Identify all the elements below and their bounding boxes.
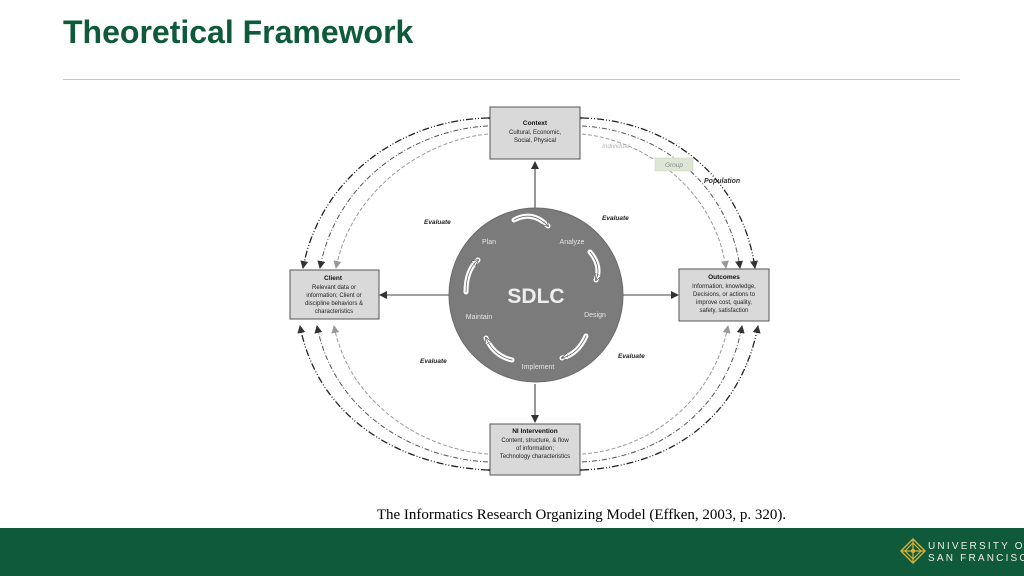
inner-loop-bottom-left: [331, 325, 489, 455]
context-title: Context: [523, 120, 548, 127]
slide-title: Theoretical Framework: [63, 14, 414, 50]
phase-maintain: Maintain: [466, 314, 493, 321]
client-line-3: discipline behaviors &: [305, 301, 363, 307]
middle-loop-bottom-left: [314, 325, 489, 463]
outcomes-line-1: Information, knowledge,: [692, 284, 756, 290]
phase-plan: Plan: [482, 239, 496, 246]
outer-loop-top-left: [300, 117, 489, 269]
phase-design: Design: [584, 312, 606, 319]
level-group: Group: [665, 162, 683, 169]
middle-loop-bottom-right: [581, 325, 745, 463]
client-box: Client Relevant data or information; Cli…: [289, 269, 380, 320]
level-population: Population: [704, 178, 740, 185]
inner-loop-top-left: [333, 133, 489, 269]
level-labels: Individual Group Population: [602, 143, 740, 185]
intervention-line-3: Technology characteristics: [500, 454, 570, 460]
middle-loop-top-left: [317, 125, 489, 269]
outcomes-line-3: improve cost, quality,: [696, 300, 752, 306]
intervention-box: NI Intervention Content, structure, & fl…: [489, 423, 581, 476]
logo-line-1: UNIVERSITY OF: [928, 541, 1024, 552]
intervention-line-1: Content, structure, & flow: [501, 438, 569, 444]
usf-logo-icon: [900, 538, 926, 564]
feedback-loops: [297, 114, 761, 474]
context-line-2: Social, Physical: [514, 138, 556, 144]
context-box: Context Cultural, Economic, Social, Phys…: [489, 106, 581, 160]
evaluate-bottom-left: Evaluate: [420, 358, 447, 365]
sdlc-circle: SDLC Plan Analyze Design Implement Maint…: [448, 207, 624, 383]
level-group-badge: [654, 157, 694, 172]
outcomes-box: Outcomes Information, knowledge, Decisio…: [678, 268, 770, 322]
phase-implement: Implement: [522, 364, 555, 371]
inner-loop-bottom-right: [581, 325, 731, 455]
connectors: [379, 161, 679, 423]
title-divider: [63, 79, 960, 80]
evaluate-labels: Evaluate Evaluate Evaluate Evaluate: [420, 215, 645, 365]
sdlc-label: SDLC: [507, 285, 564, 308]
client-line-4: characteristics: [315, 309, 353, 315]
irom-diagram: SDLC Plan Analyze Design Implement Maint…: [289, 106, 770, 476]
outcomes-line-4: safety, satisfaction: [700, 308, 749, 314]
phase-analyze: Analyze: [560, 239, 585, 246]
client-title: Client: [324, 275, 343, 282]
outer-loop-bottom-right: [581, 325, 761, 471]
outcomes-title: Outcomes: [708, 274, 740, 281]
evaluate-top-left: Evaluate: [424, 219, 451, 226]
figure-caption: The Informatics Research Organizing Mode…: [376, 507, 787, 523]
inner-loop-top-right: [581, 133, 729, 269]
logo-line-2: SAN FRANCISCO: [928, 553, 1024, 564]
level-individual: Individual: [602, 143, 630, 150]
evaluate-bottom-right: Evaluate: [618, 353, 645, 360]
client-line-1: Relevant data or: [312, 285, 356, 291]
evaluate-top-right: Evaluate: [602, 215, 629, 222]
outer-loop-bottom-left: [297, 325, 489, 471]
outcomes-line-2: Decisions, or actions to: [693, 292, 756, 298]
context-line-1: Cultural, Economic,: [509, 130, 561, 136]
intervention-title: NI Intervention: [512, 428, 558, 435]
outer-loop-top-right: [581, 117, 758, 269]
intervention-line-2: of information;: [516, 446, 554, 452]
usf-logo-text: UNIVERSITY OF SAN FRANCISCO: [928, 541, 1024, 565]
client-line-2: information; Client or: [306, 293, 361, 299]
footer-bar: [0, 528, 1024, 576]
